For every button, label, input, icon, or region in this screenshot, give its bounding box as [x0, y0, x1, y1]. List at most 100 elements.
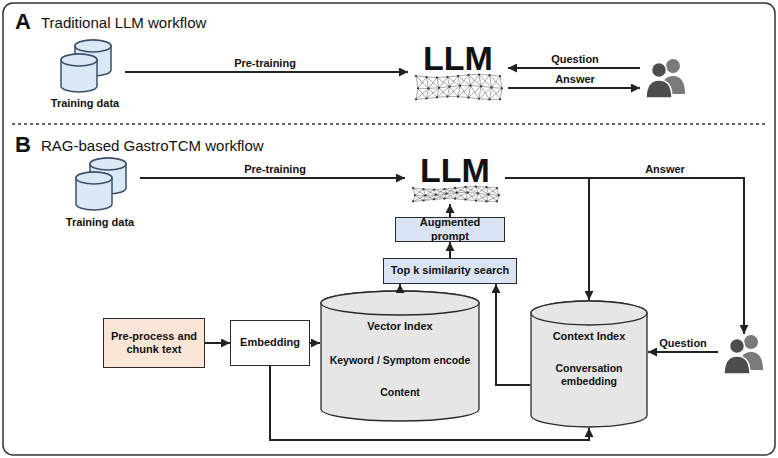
connector-arrow — [508, 87, 640, 89]
connector-arrow — [140, 177, 405, 179]
network-link — [448, 76, 459, 77]
cylinder-top — [90, 158, 126, 170]
network-link — [445, 198, 456, 199]
database-icon: Training data — [45, 38, 125, 114]
box-label: Top k similarity search — [387, 264, 513, 277]
database-cylinder: Context IndexConversation embedding — [530, 300, 648, 428]
connector-arrow — [505, 178, 589, 300]
network-node — [478, 98, 480, 100]
icon-label: Training data — [45, 97, 125, 110]
process-box: Pre-process and chunk text — [103, 318, 205, 368]
network-link — [471, 85, 482, 87]
network-link — [424, 199, 435, 200]
network-link — [466, 193, 479, 199]
connector-arrow — [449, 204, 451, 217]
network-node — [464, 198, 466, 200]
cylinder-body — [531, 301, 647, 427]
network-node — [457, 96, 459, 98]
cylinder-text: Keyword / Symptom encode — [325, 354, 475, 367]
network-link — [448, 86, 461, 97]
edge-label: Question — [659, 337, 707, 349]
llm-label: LLM — [408, 40, 508, 76]
network-link — [413, 200, 424, 202]
network-node — [499, 98, 501, 100]
network-link — [416, 76, 427, 77]
network-node — [436, 76, 438, 78]
network-node — [435, 194, 437, 196]
network-link — [424, 195, 437, 201]
database-icon: Training data — [60, 156, 140, 234]
network-link — [437, 96, 448, 98]
network-link — [439, 87, 450, 88]
edge-label: Pre-training — [244, 163, 306, 175]
network-node — [499, 75, 501, 77]
llm-node: LLM — [408, 40, 508, 102]
network-link — [448, 96, 459, 97]
network-link — [455, 193, 468, 199]
network-node — [445, 193, 447, 195]
network-link — [466, 200, 477, 201]
panel-title: RAG-based GastroTCM workflow — [41, 137, 441, 155]
person-body — [724, 356, 750, 374]
network-link — [429, 87, 440, 89]
network-link — [492, 87, 501, 99]
llm-label: LLM — [405, 152, 505, 188]
database-icon-graphic — [45, 38, 125, 94]
person-head — [652, 63, 667, 78]
network-node — [488, 98, 490, 100]
network-node — [424, 194, 426, 196]
network-link — [458, 76, 471, 86]
network-node — [433, 198, 435, 200]
network-link — [479, 75, 492, 88]
network-node — [469, 84, 471, 86]
network-node — [412, 200, 414, 202]
connector-arrow — [449, 242, 451, 258]
panel: BRAG-based GastroTCM workflowTraining da… — [5, 126, 773, 453]
network-node — [466, 191, 468, 193]
box-label: Augmented prompt — [396, 216, 504, 242]
database-icon-graphic — [60, 156, 140, 212]
network-link — [418, 88, 429, 89]
network-node — [422, 188, 424, 190]
network-link — [437, 87, 450, 98]
network-link — [416, 76, 429, 88]
connector-arrow — [496, 284, 530, 385]
process-box: Embedding — [230, 320, 310, 366]
cylinder-title: Context Index — [534, 330, 644, 343]
network-link — [479, 98, 490, 100]
network-link — [469, 86, 482, 97]
network-link — [415, 189, 424, 195]
edge-label: Pre-training — [234, 57, 296, 69]
network-link — [413, 188, 426, 195]
panel: ATraditional LLM workflowTraining dataLL… — [5, 5, 773, 122]
connector-arrow — [399, 284, 401, 290]
connector-arrow — [505, 178, 744, 334]
cylinder-top — [531, 301, 647, 325]
network-link — [447, 192, 458, 194]
connector-arrow — [648, 351, 718, 353]
network-link — [427, 77, 440, 88]
network-link — [434, 198, 445, 200]
network-link — [424, 189, 437, 195]
network-link — [434, 189, 447, 193]
network-link — [455, 198, 466, 200]
network-link — [457, 193, 466, 200]
network-link — [457, 192, 468, 193]
user-icon-graphic — [718, 334, 770, 374]
network-node — [412, 187, 414, 189]
network-node — [477, 192, 479, 194]
network-link — [492, 87, 503, 89]
person-head — [744, 335, 758, 349]
network-link — [481, 75, 490, 86]
network-node — [446, 76, 448, 78]
network-node — [467, 96, 469, 98]
network-link — [427, 88, 440, 99]
network-link — [460, 85, 471, 86]
network-link — [418, 77, 427, 88]
network-link — [490, 88, 503, 99]
network-node — [446, 95, 448, 97]
panel-title: Traditional LLM workflow — [41, 14, 441, 32]
process-box: Top k similarity search — [383, 258, 517, 284]
network-node — [427, 87, 429, 89]
